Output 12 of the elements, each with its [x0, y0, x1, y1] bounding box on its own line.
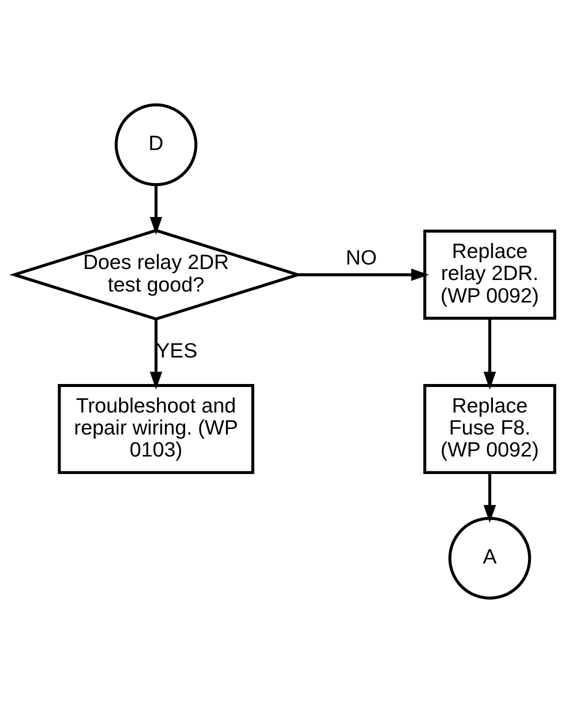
arrow	[484, 318, 496, 390]
edge-label: NO	[346, 246, 377, 270]
arrow	[150, 184, 162, 234]
edge-label: YES	[156, 339, 198, 362]
node-circle: A	[448, 516, 532, 600]
arrow	[150, 318, 162, 389]
node-box: Replace relay 2DR. (WP 0092)	[423, 229, 556, 320]
arrow	[484, 472, 496, 522]
node-circle: D	[114, 102, 198, 186]
arrow	[298, 268, 429, 280]
node-box: Troubleshoot and repair wiring. (WP 0103)	[58, 383, 254, 474]
node-box: Replace Fuse F8. (WP 0092)	[423, 383, 556, 474]
